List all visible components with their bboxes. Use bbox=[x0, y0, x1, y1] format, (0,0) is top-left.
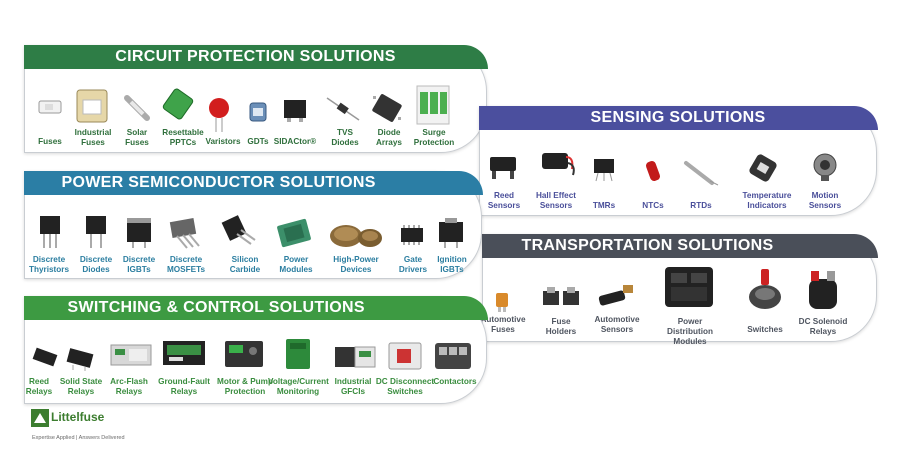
sidactor-icon bbox=[284, 100, 306, 122]
battery-switch-icon bbox=[749, 269, 781, 309]
surge-protector-icon bbox=[416, 85, 450, 125]
fuse-holder-icon bbox=[543, 287, 579, 305]
silicon-carbide-icon bbox=[221, 215, 256, 245]
sensing-header: SENSING SOLUTIONS bbox=[478, 105, 878, 130]
brand-tagline: Expertise Applied | Answers Delivered bbox=[32, 435, 125, 441]
hall-effect-sensor-icon bbox=[542, 153, 575, 176]
transportation-title: TRANSPORTATION SOLUTIONS bbox=[521, 236, 774, 254]
pptc-icon bbox=[162, 88, 194, 120]
industrial-fuse-icon bbox=[76, 89, 108, 123]
power-distribution-module-icon bbox=[665, 267, 713, 307]
dc-disconnect-icon bbox=[388, 342, 422, 370]
switching-control-title: SWITCHING & CONTROL SOLUTIONS bbox=[67, 298, 365, 316]
diode-array-icon bbox=[372, 94, 402, 122]
circuit-protection-header: CIRCUIT PROTECTION SOLUTIONS bbox=[23, 44, 488, 69]
automotive-sensor-icon bbox=[598, 285, 633, 306]
igbt-icon bbox=[127, 218, 151, 248]
mosfet-icon bbox=[169, 218, 200, 249]
varistor-icon bbox=[209, 98, 229, 132]
diode-package-icon bbox=[86, 216, 106, 248]
temperature-indicator-icon bbox=[749, 154, 777, 182]
littelfuse-logo-icon bbox=[31, 409, 49, 427]
circuit-protection-title: CIRCUIT PROTECTION SOLUTIONS bbox=[115, 47, 396, 65]
transportation-header: TRANSPORTATION SOLUTIONS bbox=[481, 233, 878, 258]
ntc-icon bbox=[646, 161, 660, 181]
thyristor-icon bbox=[40, 216, 60, 248]
brand-name: Littelfuse bbox=[51, 410, 105, 424]
ground-fault-relay-icon bbox=[163, 341, 205, 365]
fuse-icon bbox=[38, 100, 62, 114]
power-semiconductor-panel: POWER SEMICONDUCTOR SOLUTIONS Discrete T… bbox=[23, 170, 483, 279]
motor-protection-icon bbox=[225, 341, 263, 367]
gdt-icon bbox=[249, 102, 267, 122]
power-semiconductor-header: POWER SEMICONDUCTOR SOLUTIONS bbox=[23, 170, 483, 195]
switching-control-header: SWITCHING & CONTROL SOLUTIONS bbox=[23, 295, 488, 320]
sensing-panel: SENSING SOLUTIONS Reed Sensors Hall Effe… bbox=[478, 105, 878, 216]
gate-driver-icon bbox=[401, 225, 423, 245]
power-module-icon bbox=[277, 218, 311, 248]
monitoring-relay-icon bbox=[286, 339, 310, 369]
dc-solenoid-relay-icon bbox=[809, 271, 837, 309]
tvs-diode-icon bbox=[326, 97, 360, 121]
tmr-icon bbox=[594, 159, 614, 182]
solar-fuse-icon bbox=[124, 95, 150, 121]
rtd-icon bbox=[684, 161, 719, 186]
solid-state-relay-icon bbox=[66, 348, 94, 371]
power-semiconductor-title: POWER SEMICONDUCTOR SOLUTIONS bbox=[61, 173, 376, 191]
contactor-icon bbox=[435, 343, 471, 369]
gfci-icon bbox=[335, 346, 376, 368]
automotive-fuse-icon bbox=[496, 293, 508, 312]
ignition-igbt-icon bbox=[439, 218, 463, 248]
motion-sensor-icon bbox=[813, 153, 837, 181]
reed-sensor-icon bbox=[490, 157, 516, 179]
sensing-title: SENSING SOLUTIONS bbox=[590, 108, 766, 126]
switching-control-panel: SWITCHING & CONTROL SOLUTIONS Reed Relay… bbox=[23, 295, 488, 404]
circuit-protection-panel: CIRCUIT PROTECTION SOLUTIONS Fuses Indus… bbox=[23, 44, 488, 153]
arc-flash-relay-icon bbox=[110, 344, 152, 366]
high-power-device-icon bbox=[330, 225, 382, 247]
transportation-panel: TRANSPORTATION SOLUTIONS Automotive Fuse… bbox=[480, 233, 878, 346]
reed-relay-icon bbox=[32, 347, 58, 367]
